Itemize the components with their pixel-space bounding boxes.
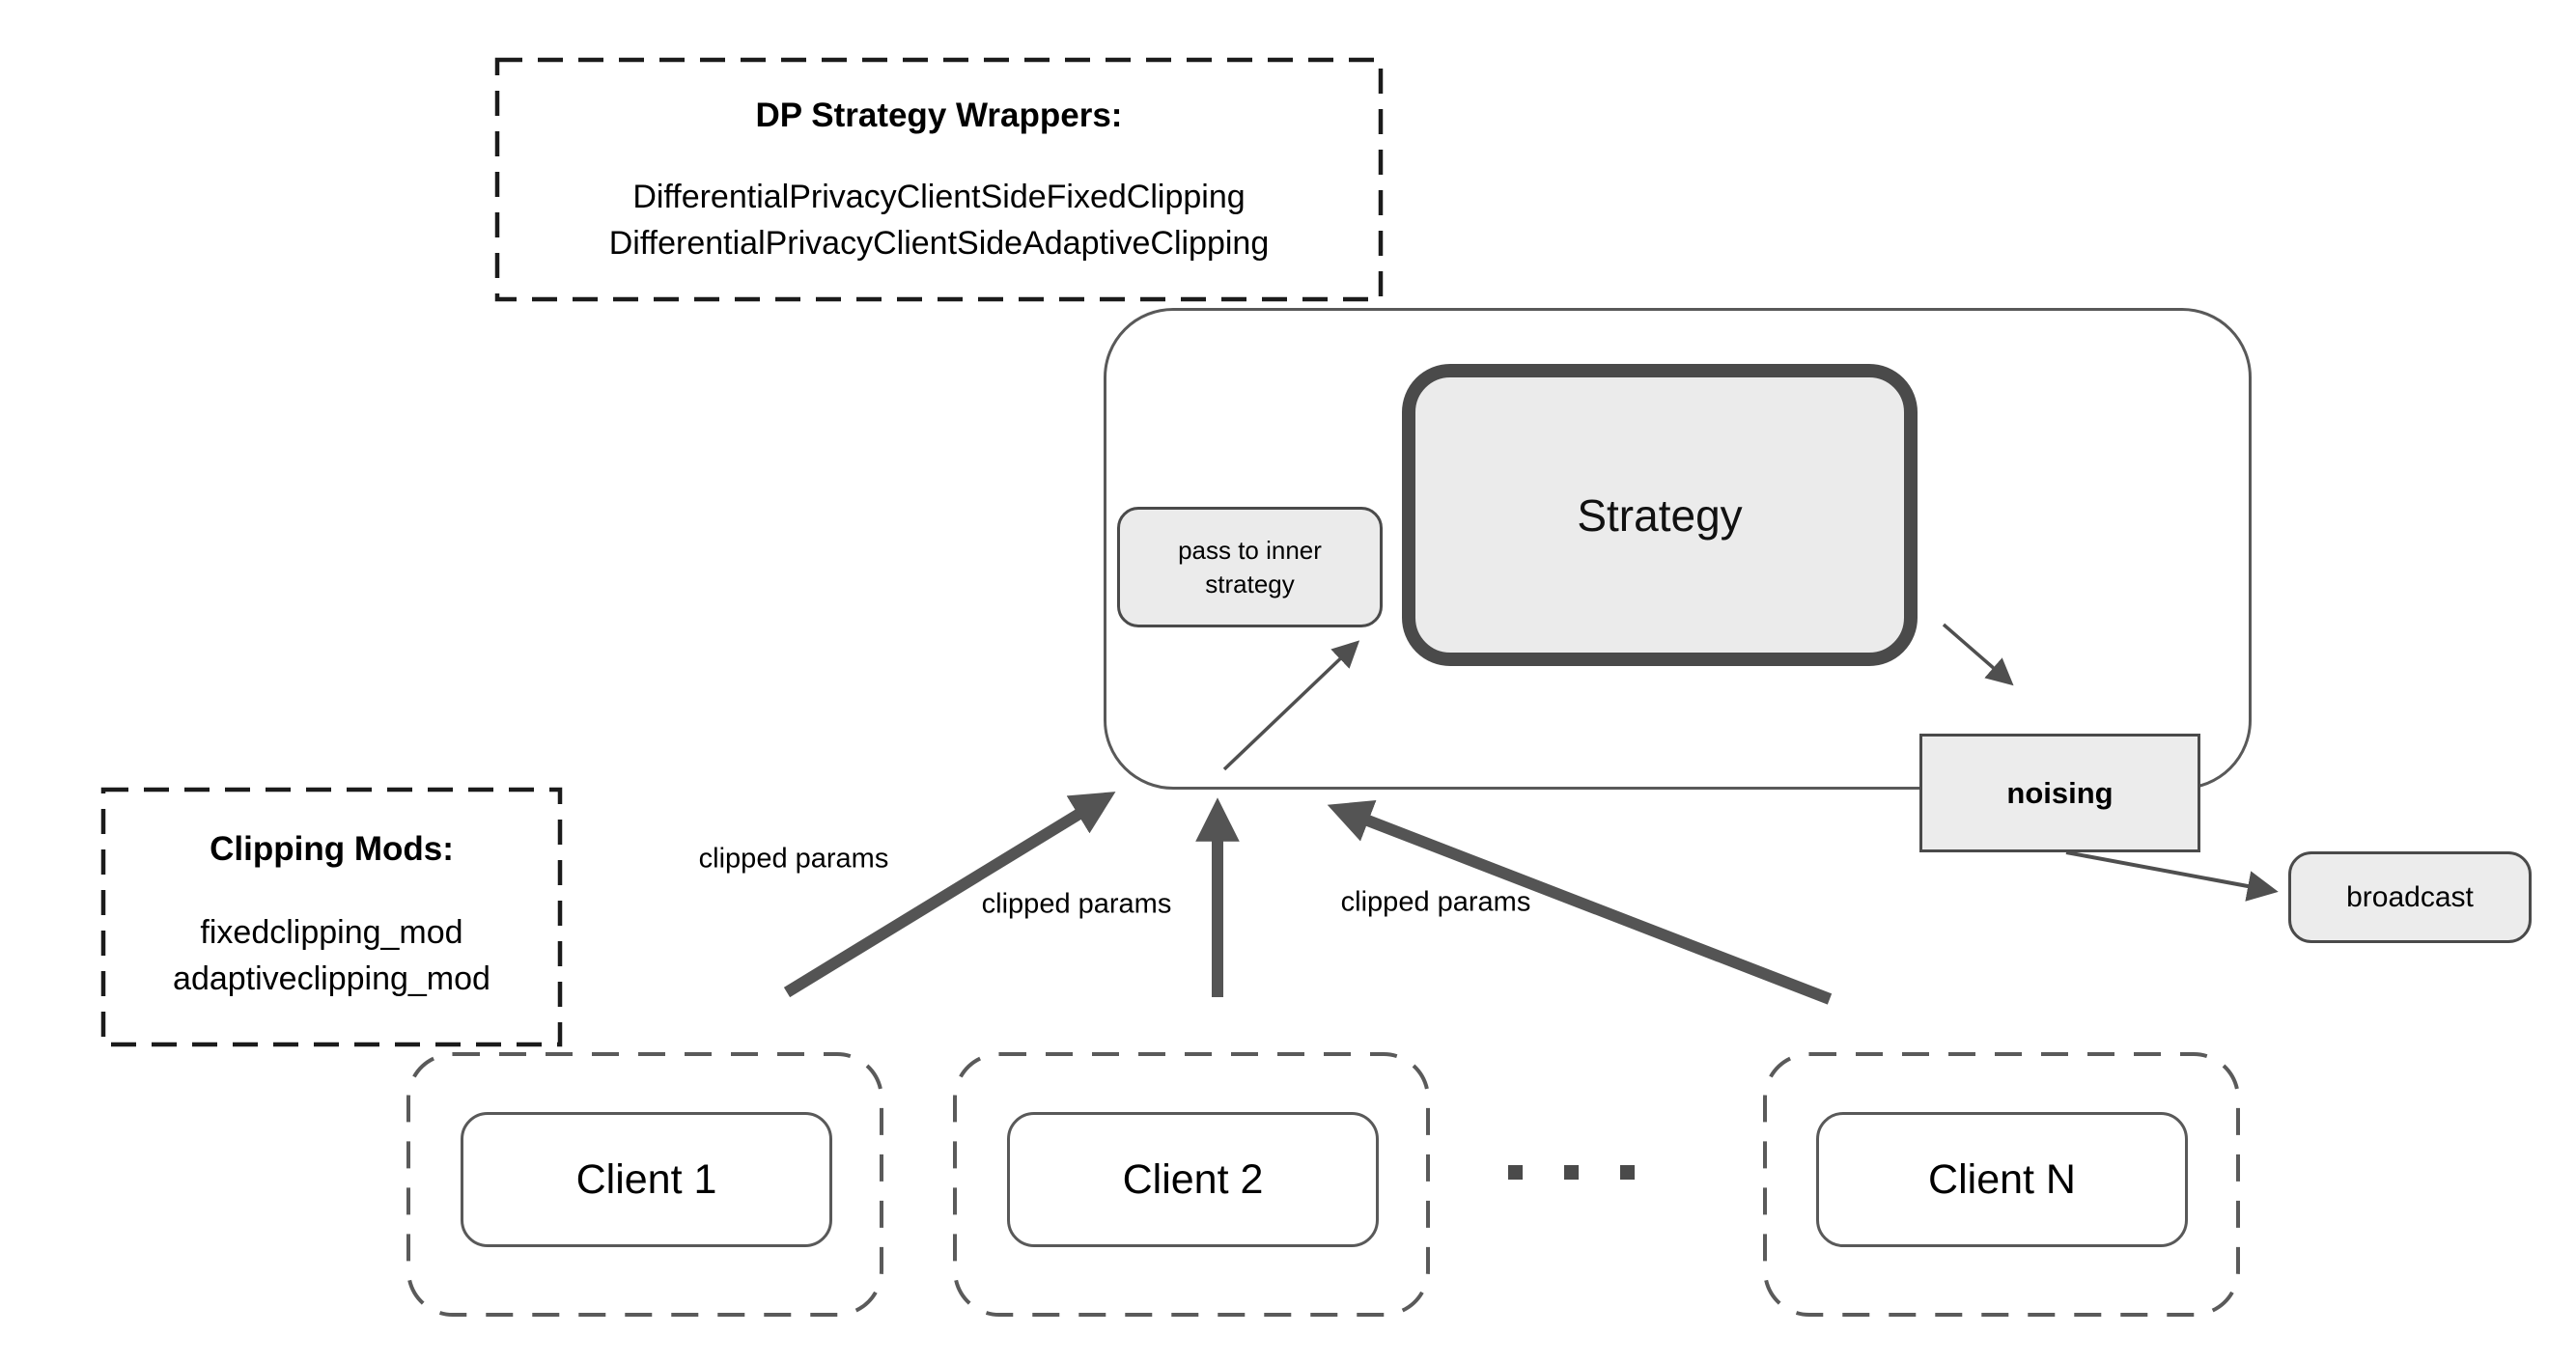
client-1-label: Client 1 [575,1155,717,1203]
noising-label: noising [2006,775,2114,810]
dp-strategy-wrappers-box: DP Strategy Wrappers: DifferentialPrivac… [497,60,1381,299]
ellipsis-dot [1508,1165,1523,1180]
strategy-box: Strategy [1402,364,1918,666]
pass-to-inner-strategy-box: pass to inner strategy [1117,507,1383,627]
client-2-box: Client 2 [1007,1112,1379,1247]
clipping-mods-lines: fixedclipping_mod adaptiveclipping_mod [173,909,490,1002]
arrow-noising-to-broadcast [2065,850,2279,902]
dp-strategy-wrapper-container [1104,308,2252,790]
clipped-params-label-client1: clipped params [698,843,889,875]
client-n-box: Client N [1816,1112,2188,1247]
clipped-params-label-client2: clipped params [981,888,1172,920]
ellipsis-dot [1564,1165,1579,1180]
clipping-mod-name: adaptiveclipping_mod [173,960,490,997]
ellipsis-dot [1620,1165,1635,1180]
clipping-mods-box: Clipping Mods: fixedclipping_mod adaptiv… [103,790,560,1044]
ellipsis-dots-icon [1508,1165,1635,1180]
clipped-params-label-clientN: clipped params [1340,886,1531,918]
broadcast-label: broadcast [2346,880,2474,913]
client-1-box: Client 1 [461,1112,832,1247]
client-2-label: Client 2 [1122,1155,1264,1203]
clipping-mods-title: Clipping Mods: [210,830,454,868]
pass-to-inner-strategy-label: pass to inner strategy [1178,535,1322,598]
strategy-label: Strategy [1577,489,1743,541]
dp-strategy-wrappers-lines: DifferentialPrivacyClientSideFixedClippi… [609,174,1270,266]
client-n-label: Client N [1928,1155,2076,1203]
dp-wrapper-class-name: DifferentialPrivacyClientSideAdaptiveCli… [608,225,1270,262]
broadcast-box: broadcast [2288,851,2532,943]
noising-box: noising [1919,734,2200,852]
clipping-mod-name: fixedclipping_mod [200,914,463,951]
dp-strategy-wrappers-title: DP Strategy Wrappers: [755,97,1123,134]
dp-wrapper-class-name: DifferentialPrivacyClientSideFixedClippi… [632,179,1246,215]
